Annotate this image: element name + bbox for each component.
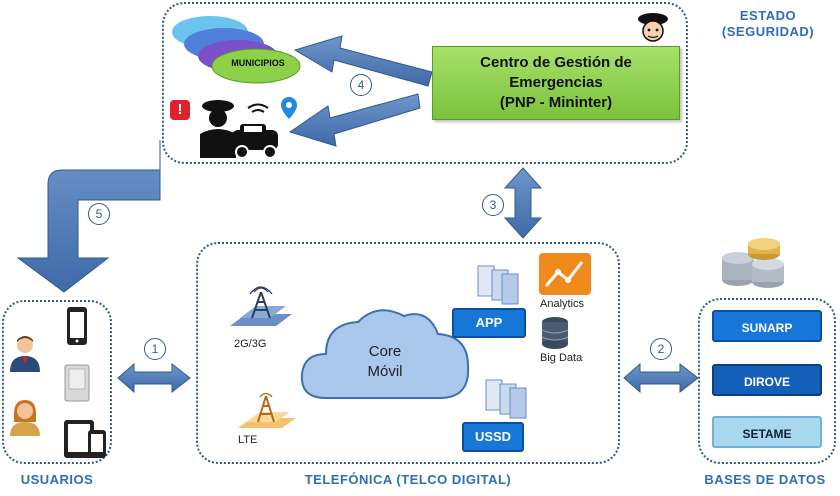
centro-line2: Emergencias (509, 74, 603, 91)
estado-label-line2: (SEGURIDAD) (721, 24, 815, 39)
estado-label: ESTADO (SEGURIDAD) (712, 8, 824, 40)
step-3-badge: 3 (482, 194, 504, 216)
core-movil-label: Core Móvil (330, 342, 440, 382)
core-line1: Core (368, 343, 402, 360)
bigdata-label: Big Data (540, 352, 583, 364)
db-sunarp-button: SUNARP (712, 310, 822, 342)
centro-line3: (PNP - Mininter) (499, 94, 613, 111)
analytics-icon (539, 253, 591, 295)
core-movil-cloud (300, 309, 470, 399)
db-dirove-button: DIROVE (712, 364, 822, 396)
police-car-icon (200, 100, 278, 159)
feature-phone-icon (64, 364, 90, 402)
step-4-badge: 4 (350, 74, 372, 96)
tower-lte-icon (238, 392, 296, 428)
database-coins-icon (722, 238, 784, 288)
female-user-icon (10, 400, 40, 436)
app-server-icon (477, 265, 519, 305)
usuarios-label: USUARIOS (20, 472, 94, 487)
bases-frame (698, 298, 836, 464)
male-user-icon (10, 336, 40, 372)
app-button: APP (452, 308, 526, 338)
estado-label-line1: ESTADO (739, 8, 797, 23)
telefonica-label: TELEFÓNICA (TELCO DIGITAL) (304, 472, 512, 487)
municipios-stack-icon (172, 16, 301, 84)
police-officer-icon (638, 13, 668, 42)
bases-label: BASES DE DATOS (704, 472, 826, 487)
arrow-1-double (117, 362, 191, 394)
smartphone-icon (67, 307, 87, 345)
arrow-4-to-police (288, 93, 421, 147)
arrow-4-to-municipios (293, 35, 433, 87)
ussd-server-icon (485, 379, 527, 419)
step-1-badge: 1 (144, 338, 166, 360)
label-2g3g: 2G/3G (234, 338, 267, 350)
analytics-label: Analytics (540, 298, 585, 310)
estado-frame (162, 2, 688, 164)
telefonica-frame (196, 242, 620, 464)
label-lte: LTE (238, 434, 258, 446)
location-pin-icon (281, 97, 297, 119)
step-2-badge: 2 (650, 338, 672, 360)
step-5-badge: 5 (88, 203, 110, 225)
tower-2g3g-icon (230, 286, 292, 326)
arrow-3-double (503, 167, 543, 239)
centro-line1: Centro de Gestión de (480, 54, 632, 71)
centro-gestion-box: Centro de Gestión de Emergencias (PNP - … (432, 46, 680, 120)
usuarios-frame (2, 300, 112, 464)
arrow-2-double (623, 362, 699, 394)
big-data-icon (541, 317, 569, 349)
ussd-button: USSD (462, 422, 524, 452)
core-line2: Móvil (367, 363, 403, 380)
alert-icon: ! (170, 100, 190, 120)
municipios-label: MUNICIPIOS (231, 58, 285, 68)
tablet-phone-icon (64, 420, 106, 458)
arrow-5-elbow (16, 140, 161, 293)
db-setame-button: SETAME (712, 416, 822, 448)
